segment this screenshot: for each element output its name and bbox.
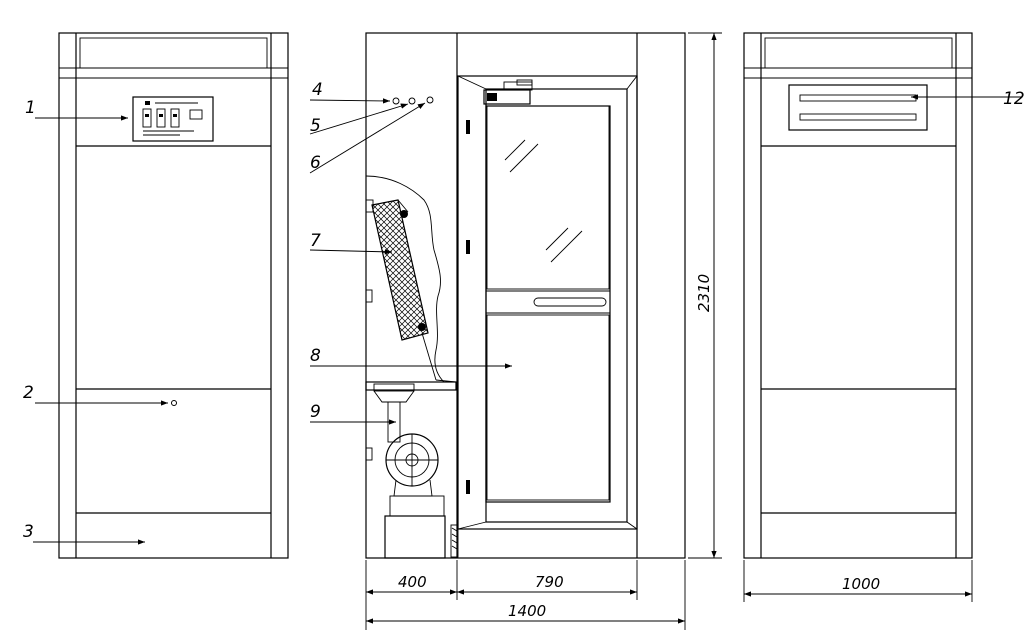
label-5: 5 [310,116,321,136]
label-8: 8 [310,346,321,366]
left-view-outline [58,32,289,559]
label-6: 6 [310,153,321,173]
label-1: 1 [25,98,36,118]
middle-view [365,32,686,559]
motor-base [384,515,446,559]
control-panel [132,96,214,142]
label-4: 4 [312,80,323,100]
fan-assembly [365,381,457,559]
hinge [466,120,470,134]
nozzle [392,97,400,105]
dim-790: 790 [535,573,564,591]
nozzle [408,97,416,105]
right-view-outline [743,32,973,559]
label-9: 9 [310,402,321,422]
door-leaf [485,105,611,503]
hinge [466,240,470,254]
air-vent [788,84,928,131]
nozzle [426,96,434,104]
label-7: 7 [310,231,321,251]
leaders [33,94,1022,545]
filter [371,199,437,381]
dimension-lines [365,32,973,630]
door-knob [171,400,177,406]
label-2: 2 [23,383,34,403]
left-view [58,32,289,559]
hinge [466,480,470,494]
label-3: 3 [23,522,34,542]
door-closer [483,79,533,105]
label-12: 12 [1003,89,1025,109]
dim-400: 400 [398,573,427,591]
door-window [486,105,610,290]
right-view [743,32,973,559]
dim-2310: 2310 [695,274,713,312]
dim-1000: 1000 [842,575,880,593]
door-handle [533,297,607,307]
dim-1400: 1400 [508,602,546,620]
cutaway-outline [365,175,445,383]
